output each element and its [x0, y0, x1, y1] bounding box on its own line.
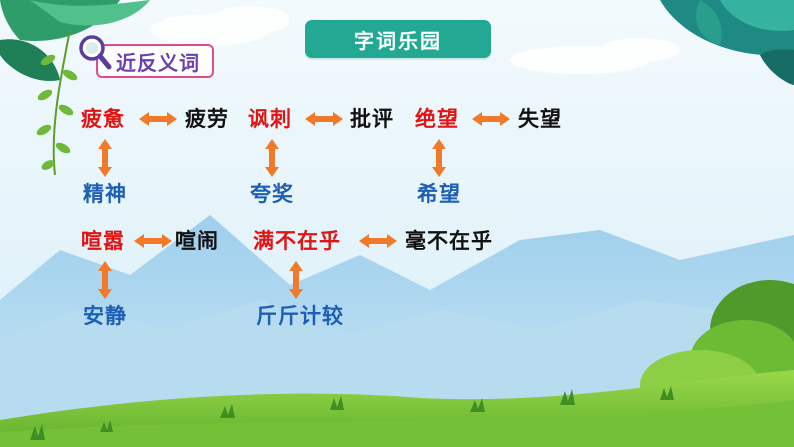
- word-5: 满不在乎: [253, 229, 341, 253]
- double-arrow-vertical-icon: [98, 139, 112, 177]
- hanging-vine: [36, 29, 78, 176]
- leaves-top-right: [660, 0, 794, 85]
- double-arrow-horizontal-icon: [139, 112, 177, 126]
- double-arrow-vertical-icon: [265, 139, 279, 177]
- word-2: 讽刺: [248, 107, 292, 131]
- section-label: 近反义词: [96, 44, 214, 78]
- double-arrow-horizontal-icon: [134, 234, 172, 248]
- cloud-shapes: [150, 6, 680, 74]
- synonym-4: 喧闹: [175, 229, 219, 253]
- word-3: 绝望: [415, 107, 459, 131]
- antonym-1: 精神: [83, 182, 127, 206]
- synonym-2: 批评: [350, 107, 394, 131]
- synonym-3: 失望: [518, 107, 562, 131]
- double-arrow-horizontal-icon: [472, 112, 510, 126]
- grass-tufts: [30, 386, 674, 440]
- antonym-5: 斤斤计较: [256, 304, 344, 328]
- double-arrow-horizontal-icon: [359, 234, 397, 248]
- double-arrow-vertical-icon: [289, 261, 303, 299]
- page-title: 字词乐园: [305, 20, 491, 58]
- leaves-top-left: [0, 0, 150, 81]
- antonym-3: 希望: [417, 182, 461, 206]
- word-1: 疲惫: [81, 107, 125, 131]
- synonym-1: 疲劳: [185, 107, 229, 131]
- antonym-4: 安静: [83, 304, 127, 328]
- double-arrow-horizontal-icon: [305, 112, 343, 126]
- double-arrow-vertical-icon: [432, 139, 446, 177]
- word-4: 喧嚣: [81, 229, 125, 253]
- synonym-5: 毫不在乎: [405, 229, 493, 253]
- double-arrow-vertical-icon: [98, 261, 112, 299]
- magnifier-icon: [79, 35, 112, 70]
- antonym-2: 夸奖: [250, 182, 294, 206]
